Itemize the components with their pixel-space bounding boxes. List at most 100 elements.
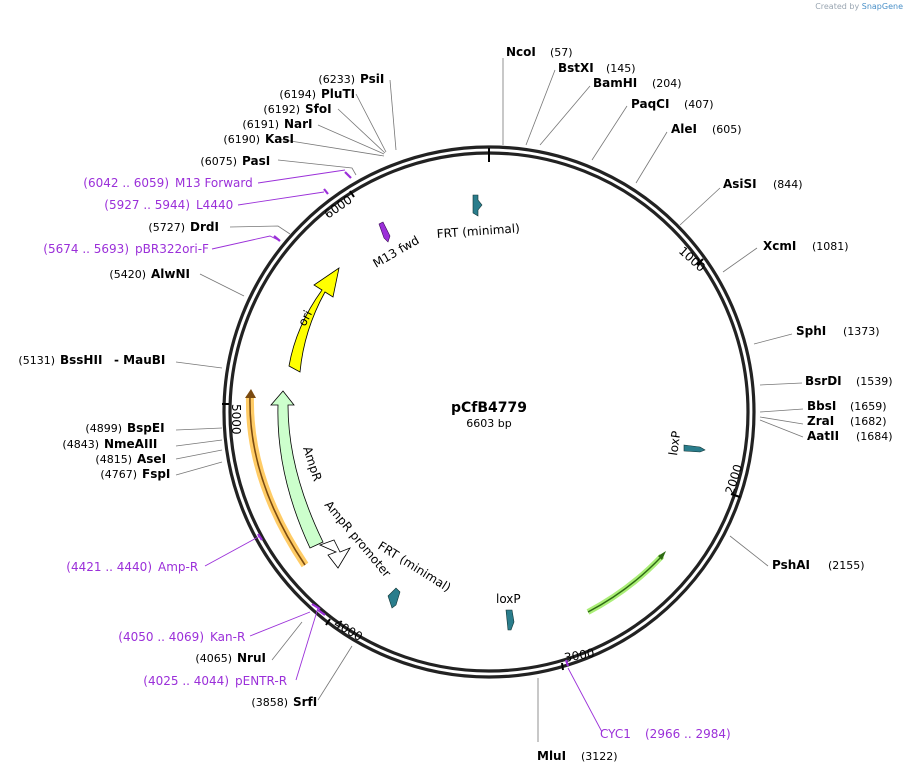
tick-4000: 4000 [332, 616, 365, 643]
tick-1000: 1000 [676, 244, 708, 275]
enzyme-asisi-name: AsiSI [723, 177, 757, 191]
ampr-promoter-arrow [318, 539, 351, 569]
primer-pentr-range: (4025 .. 4044) [143, 674, 229, 688]
backbone-outer [222, 145, 756, 679]
enzyme-xcmi-name: XcmI [763, 239, 796, 253]
enzyme-aatii-pos: (1684) [856, 430, 893, 443]
enzyme-nrui-name: NruI [237, 651, 266, 665]
primer-l4440-name: L4440 [196, 198, 233, 212]
enzyme-zrai-name: ZraI [807, 414, 834, 428]
enzyme-paqci-name: PaqCI [631, 97, 669, 111]
enzyme-nrui-pos: (4065) [195, 652, 232, 665]
frt-top-arrow [472, 194, 483, 217]
m13-fwd-arrow [378, 221, 391, 243]
enzyme-alei-name: AleI [671, 122, 697, 136]
enzyme-fspi-pos: (4767) [100, 468, 137, 481]
primer-ampr-range: (4421 .. 4440) [66, 560, 152, 574]
enzyme-bsrdi-name: BsrDI [805, 374, 842, 388]
enzyme-pluti-name: PluTI [321, 87, 355, 101]
enzyme-leaders [175, 58, 804, 742]
primer-marks [257, 171, 570, 667]
enzyme-ncoi-pos: (57) [550, 46, 573, 59]
ampr-arrow [270, 390, 324, 549]
enzyme-bbsi-pos: (1659) [850, 400, 887, 413]
enzyme-bsshii-name: BssHII [60, 353, 102, 367]
green-feature [586, 553, 665, 615]
credit-prefix: Created by [815, 2, 860, 11]
enzyme-alwni-name: AlwNI [151, 267, 190, 281]
feature-ori-label: ori [295, 308, 315, 328]
enzyme-bspei-name: BspEI [127, 421, 165, 435]
enzyme-srfi-name: SrfI [293, 695, 317, 709]
enzyme-drdi-name: DrdI [190, 220, 219, 234]
feature-loxp-bottom-label: loxP [496, 592, 521, 606]
enzyme-pluti-pos: (6194) [279, 88, 316, 101]
green-feature-head [658, 551, 666, 560]
primer-cyc1-name: CYC1 [600, 727, 631, 741]
enzyme-srfi-pos: (3858) [251, 696, 288, 709]
enzyme-pshai-pos: (2155) [828, 559, 865, 572]
tick-3000: 3000 [563, 646, 596, 665]
enzyme-kasi-pos: (6190) [223, 133, 260, 146]
enzyme-asisi-pos: (844) [773, 178, 803, 191]
primer-m13forward-name: M13 Forward [175, 176, 253, 190]
primer-kanr-name: Kan-R [210, 630, 245, 644]
enzyme-bsrdi-pos: (1539) [856, 375, 893, 388]
enzyme-nmeaiii-name: NmeAIII [104, 437, 157, 451]
enzyme-fspi-name: FspI [142, 467, 170, 481]
enzyme-sphi-pos: (1373) [843, 325, 880, 338]
tick-6000: 6000 [322, 192, 355, 221]
enzyme-bamhi-pos: (204) [652, 77, 682, 90]
green-feature-line [587, 555, 663, 613]
enzyme-alei-pos: (605) [712, 123, 742, 136]
enzyme-ncoi-name: NcoI [506, 45, 536, 59]
feature-loxp-right-label: loxP [666, 430, 683, 456]
enzyme-alwni-pos: (5420) [109, 268, 146, 281]
orange-feature-head [245, 389, 256, 398]
enzyme-paqci-pos: (407) [684, 98, 714, 111]
enzyme-psii-name: PsiI [360, 72, 384, 86]
primer-pbr322ori-name: pBR322ori-F [135, 242, 209, 256]
primer-leaders [204, 169, 603, 733]
enzyme-sfoi-pos: (6192) [263, 103, 300, 116]
primer-kanr-range: (4050 .. 4069) [118, 630, 204, 644]
loxp-bottom-arrow [505, 609, 515, 631]
enzyme-bbsi-name: BbsI [807, 399, 836, 413]
enzyme-drdi-pos: (5727) [148, 221, 185, 234]
enzyme-nari-pos: (6191) [242, 118, 279, 131]
enzyme-bstxi-pos: (145) [606, 62, 636, 75]
enzyme-mlui-pos: (3122) [581, 750, 618, 763]
enzyme-pasi-name: PasI [242, 154, 270, 168]
feature-frt-top-label: FRT (minimal) [436, 221, 520, 241]
enzyme-mlui-name: MluI [537, 749, 566, 763]
enzyme-maubi-name: - MauBI [114, 353, 165, 367]
enzyme-nmeaiii-pos: (4843) [62, 438, 99, 451]
orange-feature-line [249, 395, 306, 566]
enzyme-bstxi-name: BstXI [558, 61, 594, 75]
feature-m13fwd-label: M13 fwd [371, 233, 422, 271]
enzyme-pasi-pos: (6075) [200, 155, 237, 168]
primer-ampr-name: Amp-R [158, 560, 198, 574]
plasmid-name: pCfB4779 [451, 400, 527, 416]
enzyme-sfoi-name: SfoI [305, 102, 332, 116]
enzyme-pshai-name: PshAI [772, 558, 810, 572]
tick-5000: 5000 [229, 404, 243, 435]
enzyme-bsshii-pos: (5131) [18, 354, 55, 367]
ticks [222, 148, 741, 671]
frt-bottom-arrow [387, 587, 401, 609]
enzyme-asei-pos: (4815) [95, 453, 132, 466]
primer-cyc1-range: (2966 .. 2984) [645, 727, 731, 741]
enzyme-aatii-name: AatII [807, 429, 839, 443]
snapgene-logo: SnapGene [861, 2, 903, 11]
primer-pbr322ori-range: (5674 .. 5693) [43, 242, 129, 256]
enzyme-zrai-pos: (1682) [850, 415, 887, 428]
enzyme-sphi-name: SphI [796, 324, 826, 338]
enzyme-psii-pos: (6233) [318, 73, 355, 86]
enzyme-asei-name: AseI [137, 452, 166, 466]
primer-pentr-name: pENTR-R [235, 674, 287, 688]
enzyme-bamhi-name: BamHI [593, 76, 637, 90]
loxp-right-arrow [683, 444, 706, 453]
enzyme-nari-name: NarI [284, 117, 313, 131]
feature-ampr-label: AmpR [300, 445, 324, 483]
